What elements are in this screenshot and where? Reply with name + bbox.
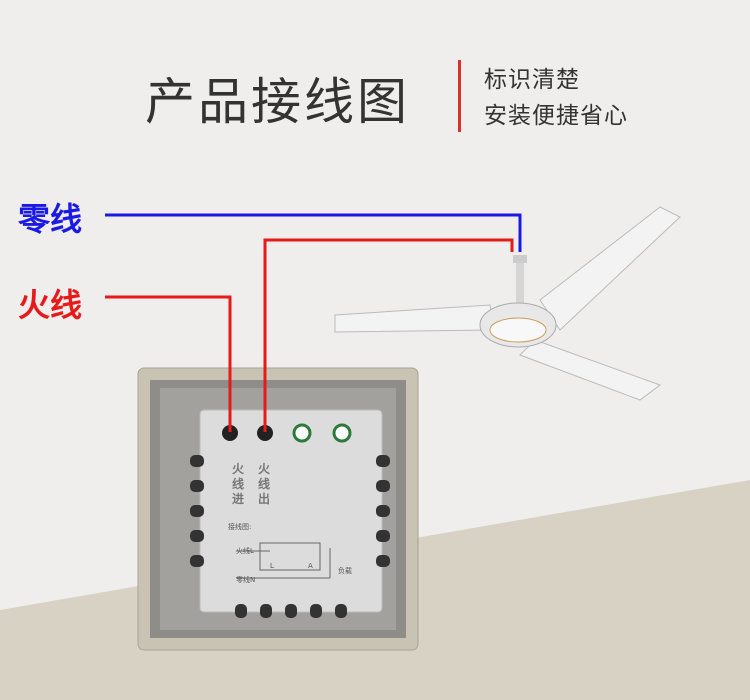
page-title: 产品接线图 — [145, 73, 410, 131]
load-text: 负载 — [338, 567, 352, 575]
live-wire-in — [105, 295, 232, 432]
terminal-live-out — [257, 425, 273, 441]
neutral-wire — [105, 213, 522, 252]
title-divider — [458, 60, 461, 132]
ceiling-fan — [334, 206, 681, 401]
live-out-text: 火线出 — [258, 462, 271, 506]
live-label: 火线 — [18, 286, 83, 324]
terminal-live-in — [222, 425, 238, 441]
module-teeth — [190, 455, 390, 618]
module-circuit-diagram — [236, 542, 331, 579]
neutral-N-text: 零线N — [236, 576, 256, 584]
live-L-text: 火线L — [236, 547, 254, 555]
diagram-title: 接线图: — [228, 523, 252, 531]
terminal-L-text: L — [270, 562, 274, 570]
terminal-4 — [332, 423, 352, 443]
neutral-label: 零线 — [18, 200, 83, 238]
live-in-text: 火线进 — [232, 462, 245, 506]
subtitle-line2: 安装便捷省心 — [484, 103, 628, 129]
subtitle-line1: 标识清楚 — [484, 67, 580, 93]
live-wire-out — [263, 238, 514, 432]
terminal-A-text: A — [308, 562, 313, 570]
terminal-3 — [292, 423, 312, 443]
